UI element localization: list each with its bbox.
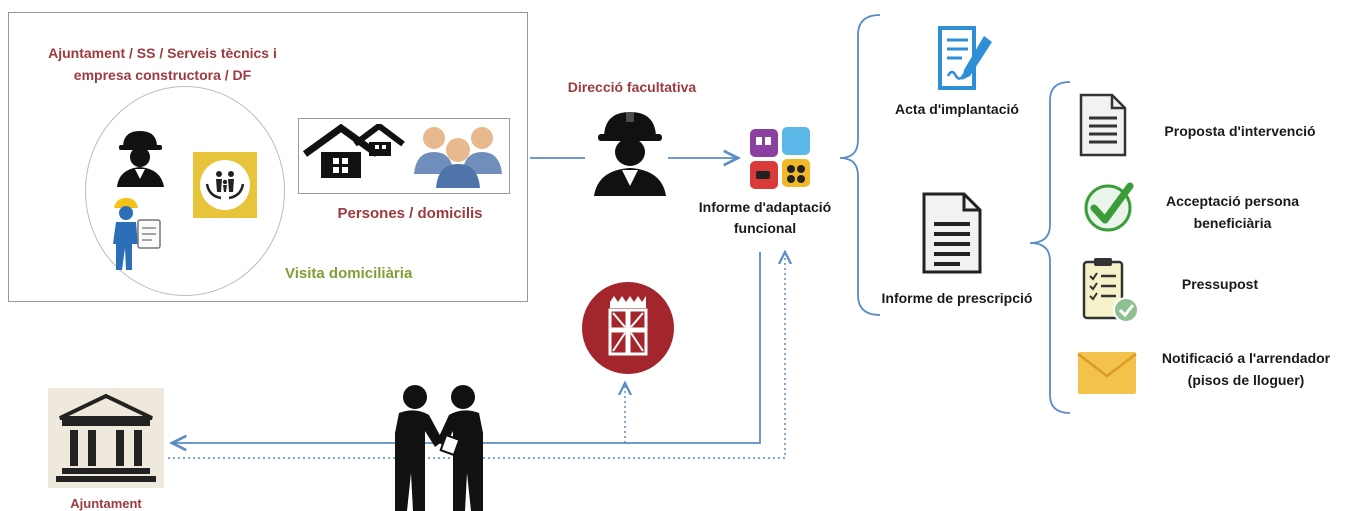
document-icon — [1079, 93, 1127, 157]
signed-document-icon — [938, 26, 992, 90]
persones-label: Persones / domicilis — [337, 205, 483, 222]
ajuntament-label: Ajuntament — [70, 496, 142, 511]
visit-box — [8, 12, 528, 302]
generalitat-seal-icon — [582, 282, 674, 374]
acta-label: Acta d'implantació — [895, 101, 1019, 117]
proposta-label: Proposta d'intervenció — [1164, 123, 1316, 139]
direccio-label: Direcció facultativa — [567, 79, 697, 95]
family-care-badge-icon — [193, 152, 257, 218]
worker-helmet-icon — [594, 110, 666, 196]
app-logo-icon — [750, 127, 810, 189]
arrow-informe-to-ajuntament — [172, 252, 761, 443]
pressupost-label: Pressupost — [1181, 276, 1259, 292]
persones-box — [298, 118, 510, 194]
outputs-brace — [839, 14, 881, 316]
town-hall-icon — [48, 388, 164, 488]
acceptacio-label: Acceptació persona beneficiària — [1165, 193, 1300, 231]
check-icon — [1084, 182, 1134, 232]
people-group-icon — [414, 127, 502, 188]
checklist-clipboard-icon — [1082, 258, 1139, 323]
visit-box-title: Ajuntament / SS / Serveis tècnics i empr… — [48, 45, 277, 83]
houses-icon — [303, 124, 405, 178]
prescripcio-label: Informe de prescripció — [881, 290, 1033, 306]
team-circle — [85, 86, 285, 296]
visit-label: Visita domiciliària — [285, 265, 413, 282]
informe-adaptacio-label: Informe d'adaptació funcional — [698, 199, 832, 236]
notificacio-label: Notificació a l'arrendador (pisos de llo… — [1161, 350, 1331, 388]
document-icon — [922, 192, 982, 274]
handshake-icon — [395, 385, 483, 511]
engineer-clipboard-icon — [113, 198, 161, 270]
arrow-ajuntament-to-informe — [168, 252, 785, 459]
envelope-icon — [1077, 352, 1137, 394]
prescripcio-brace — [1029, 81, 1071, 414]
worker-helmet-icon — [117, 131, 164, 187]
